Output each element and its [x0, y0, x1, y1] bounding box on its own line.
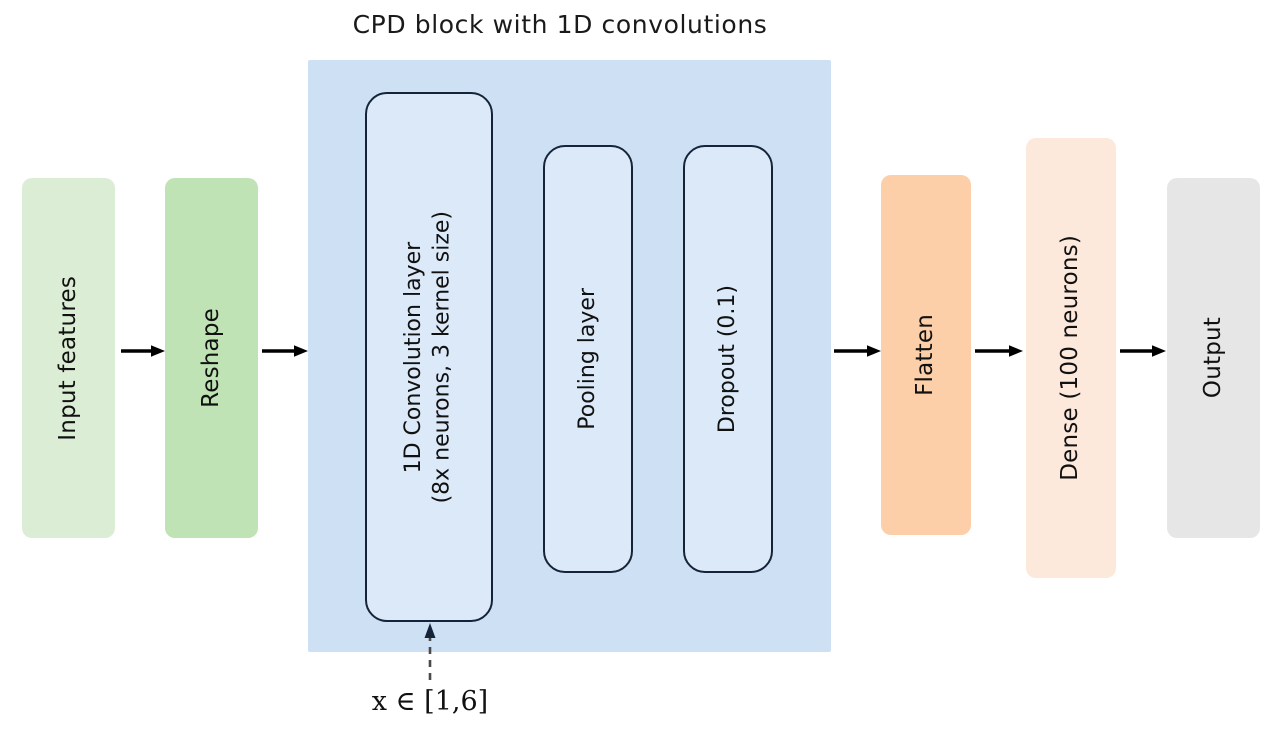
- block-label-reshape: Reshape: [197, 308, 224, 408]
- block-flatten: Flatten: [881, 175, 971, 535]
- inner-box-label-pooling: Pooling layer: [574, 288, 600, 430]
- conv1d-label-line2: (8x neurons, 3 kernel size): [430, 210, 455, 504]
- block-input-features: Input features: [22, 178, 115, 538]
- annotation-label: x ∈ [1,6]: [371, 686, 489, 717]
- inner-box-dropout: Dropout (0.1): [683, 145, 773, 573]
- arrow-cpd-to-flatten: [834, 345, 881, 357]
- block-label-output: Output: [1199, 317, 1226, 399]
- inner-box-pooling: Pooling layer: [543, 145, 633, 573]
- diagram-title: CPD block with 1D convolutions: [352, 10, 768, 39]
- arrow-reshape-to-cpd: [262, 345, 308, 357]
- arrow-flatten-to-dense: [975, 345, 1023, 357]
- block-label-flatten: Flatten: [912, 314, 939, 396]
- inner-box-label-dropout: Dropout (0.1): [714, 284, 740, 434]
- arrow-input-to-reshape: [121, 345, 165, 357]
- inner-box-conv1d: 1D Convolution layer (8x neurons, 3 kern…: [365, 92, 493, 622]
- block-label-dense: Dense (100 neurons): [1057, 235, 1084, 481]
- block-label-input-features: Input features: [54, 275, 81, 441]
- arrow-dense-to-output: [1120, 345, 1166, 357]
- block-dense: Dense (100 neurons): [1026, 138, 1116, 578]
- annotation-dashed-arrow: [424, 623, 436, 680]
- conv1d-label-line1: 1D Convolution layer: [401, 241, 427, 473]
- block-output: Output: [1167, 178, 1260, 538]
- block-cpd-container: 1D Convolution layer (8x neurons, 3 kern…: [308, 60, 831, 652]
- inner-box-label-conv1d: 1D Convolution layer (8x neurons, 3 kern…: [400, 211, 457, 503]
- block-reshape: Reshape: [165, 178, 258, 538]
